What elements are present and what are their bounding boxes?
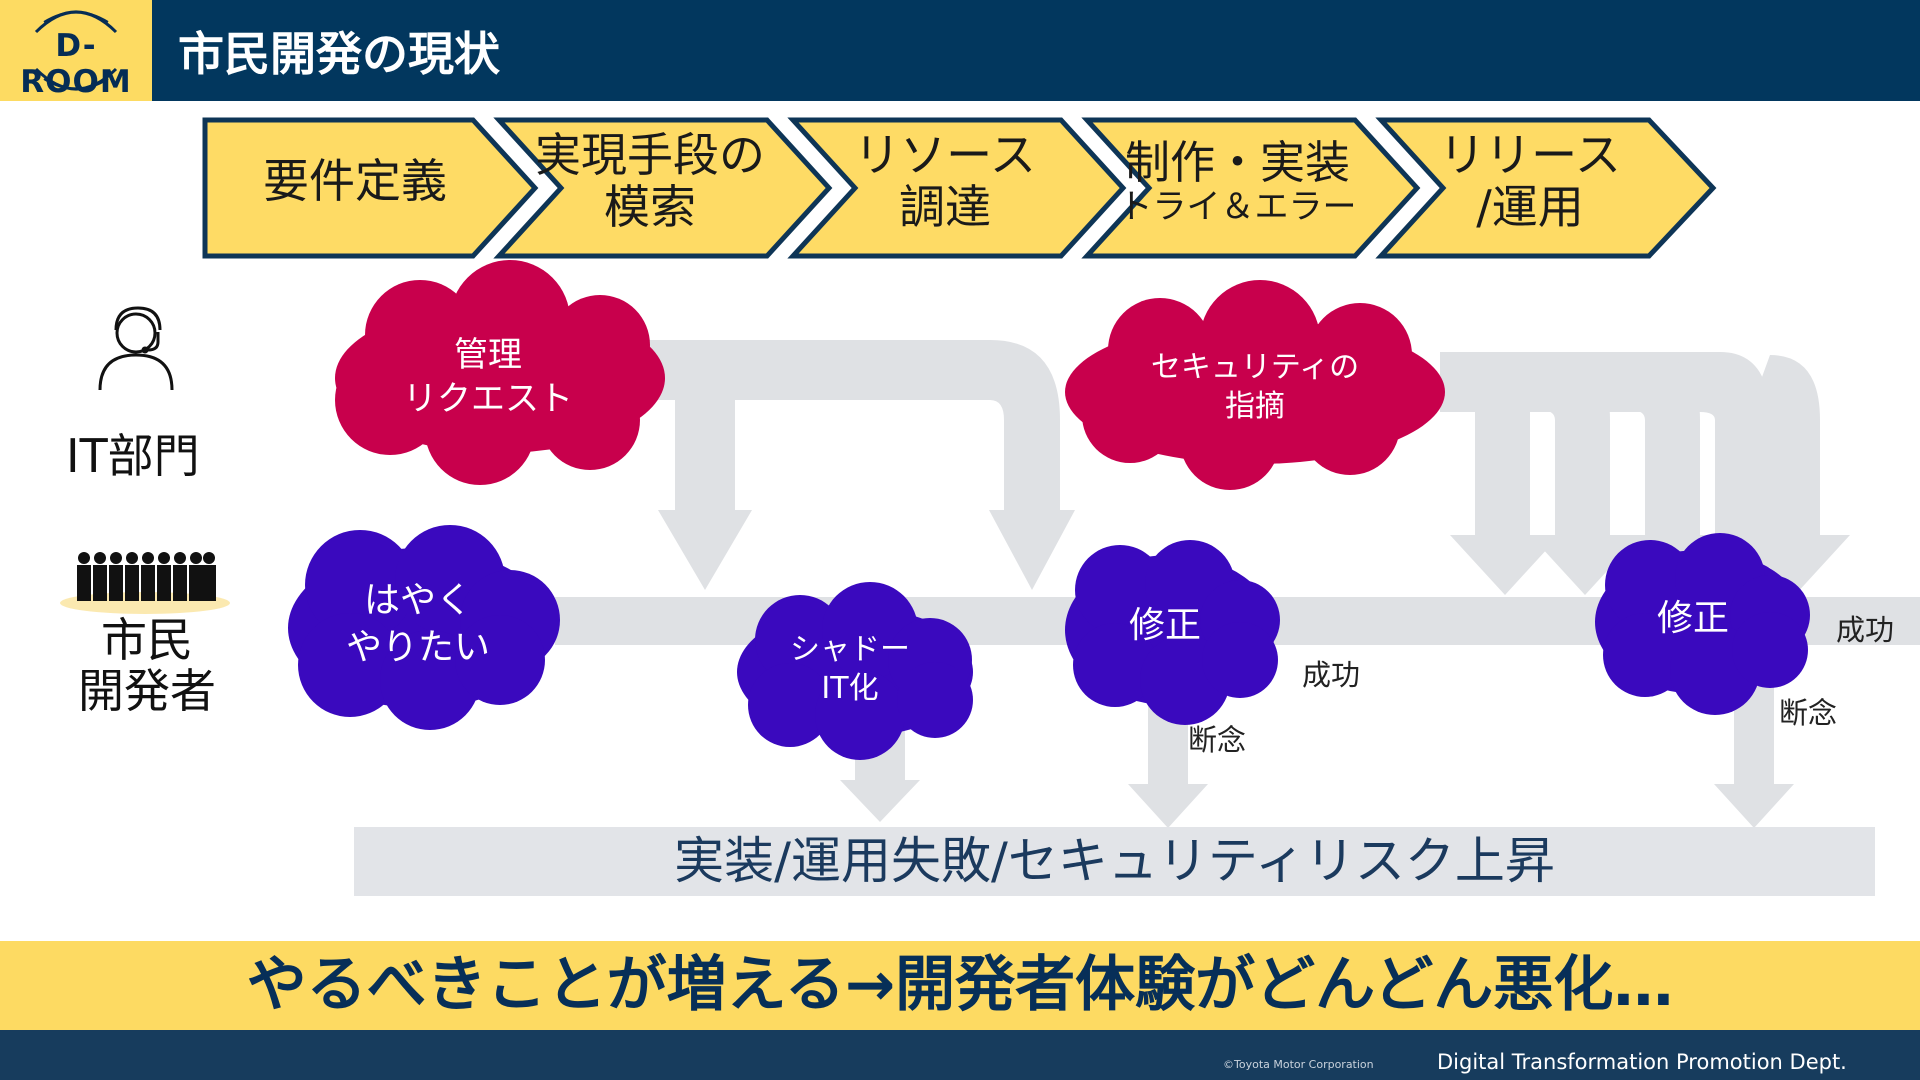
logo-emblem bbox=[34, 10, 118, 91]
cloud-label-fix-1: 修正 bbox=[1128, 605, 1201, 646]
down-arrow-abandon-1 bbox=[1128, 700, 1208, 828]
flow-arrow-loop-4 bbox=[1620, 355, 1730, 595]
outcome-success-2: 成功 bbox=[1836, 613, 1895, 647]
flow-arrow-loop-3 bbox=[1530, 355, 1640, 595]
conclusion-text: やるべきことが増える→開発者体験がどんどん悪化… bbox=[246, 950, 1674, 1020]
flow-arrow-loop-2 bbox=[1440, 352, 1798, 595]
cloud-management-request bbox=[335, 260, 665, 485]
outcome-success-1: 成功 bbox=[1302, 658, 1361, 692]
footer-bar bbox=[0, 1030, 1920, 1080]
step-label-explore-means: 実現手段の 模索 bbox=[535, 128, 765, 234]
cloud-label-management-request: 管理 リクエスト bbox=[403, 335, 573, 420]
step-label-resource-procurement: リソース 調達 bbox=[854, 128, 1036, 234]
step-label-build-implement: 制作・実装 トライ＆エラー bbox=[1118, 136, 1357, 228]
it-clouds bbox=[335, 260, 1445, 490]
role-it-department: IT部門 bbox=[66, 429, 200, 483]
crowd-icon bbox=[60, 552, 230, 614]
cloud-label-security-flag: セキュリティの 指摘 bbox=[1150, 350, 1360, 424]
cloud-want-fast bbox=[288, 525, 560, 730]
page-title: 市民開発の現状 bbox=[178, 27, 500, 81]
outcome-abandon-1: 断念 bbox=[1188, 723, 1247, 757]
cloud-label-want-fast: はやく やりたい bbox=[345, 580, 490, 668]
cloud-fix-1 bbox=[1065, 540, 1280, 725]
header-bar bbox=[0, 0, 1920, 101]
cloud-fix-2 bbox=[1595, 533, 1810, 715]
down-arrow-abandon-2 bbox=[1714, 680, 1794, 828]
step-chevron-5 bbox=[1375, 117, 1717, 259]
cloud-shadow-it bbox=[737, 582, 973, 760]
cloud-label-shadow-it: シャドー IT化 bbox=[790, 632, 910, 706]
citizen-clouds bbox=[288, 525, 1810, 760]
outcome-abandon-2: 断念 bbox=[1779, 696, 1838, 730]
logo bbox=[0, 0, 152, 101]
cloud-security-flag bbox=[1065, 280, 1445, 490]
logo-text: D-ROOM bbox=[20, 28, 132, 100]
flow-arrow-loop-5 bbox=[1740, 355, 1850, 595]
step-label-requirements: 要件定義 bbox=[263, 154, 447, 208]
cloud-label-fix-2: 修正 bbox=[1656, 598, 1729, 639]
step-label-release-operate: リリース /運用 bbox=[1439, 128, 1621, 234]
it-support-icon bbox=[98, 306, 174, 391]
footer-department: Digital Transformation Promotion Dept. bbox=[1437, 1050, 1847, 1074]
step-chevron-4 bbox=[1081, 117, 1421, 259]
footer-copyright: ©Toyota Motor Corporation bbox=[1223, 1058, 1374, 1071]
flow-arrow-loop-1 bbox=[600, 340, 1075, 590]
step-chevron-2 bbox=[493, 117, 833, 259]
conclusion-band bbox=[0, 941, 1920, 1030]
step-chevron-3 bbox=[787, 117, 1127, 259]
risk-bar-label: 実装/運用失敗/セキュリティリスク上昇 bbox=[674, 832, 1555, 890]
step-chevron-1 bbox=[202, 117, 539, 259]
role-citizen-developers: 市民 開発者 bbox=[78, 613, 216, 718]
risk-bar bbox=[354, 827, 1875, 896]
